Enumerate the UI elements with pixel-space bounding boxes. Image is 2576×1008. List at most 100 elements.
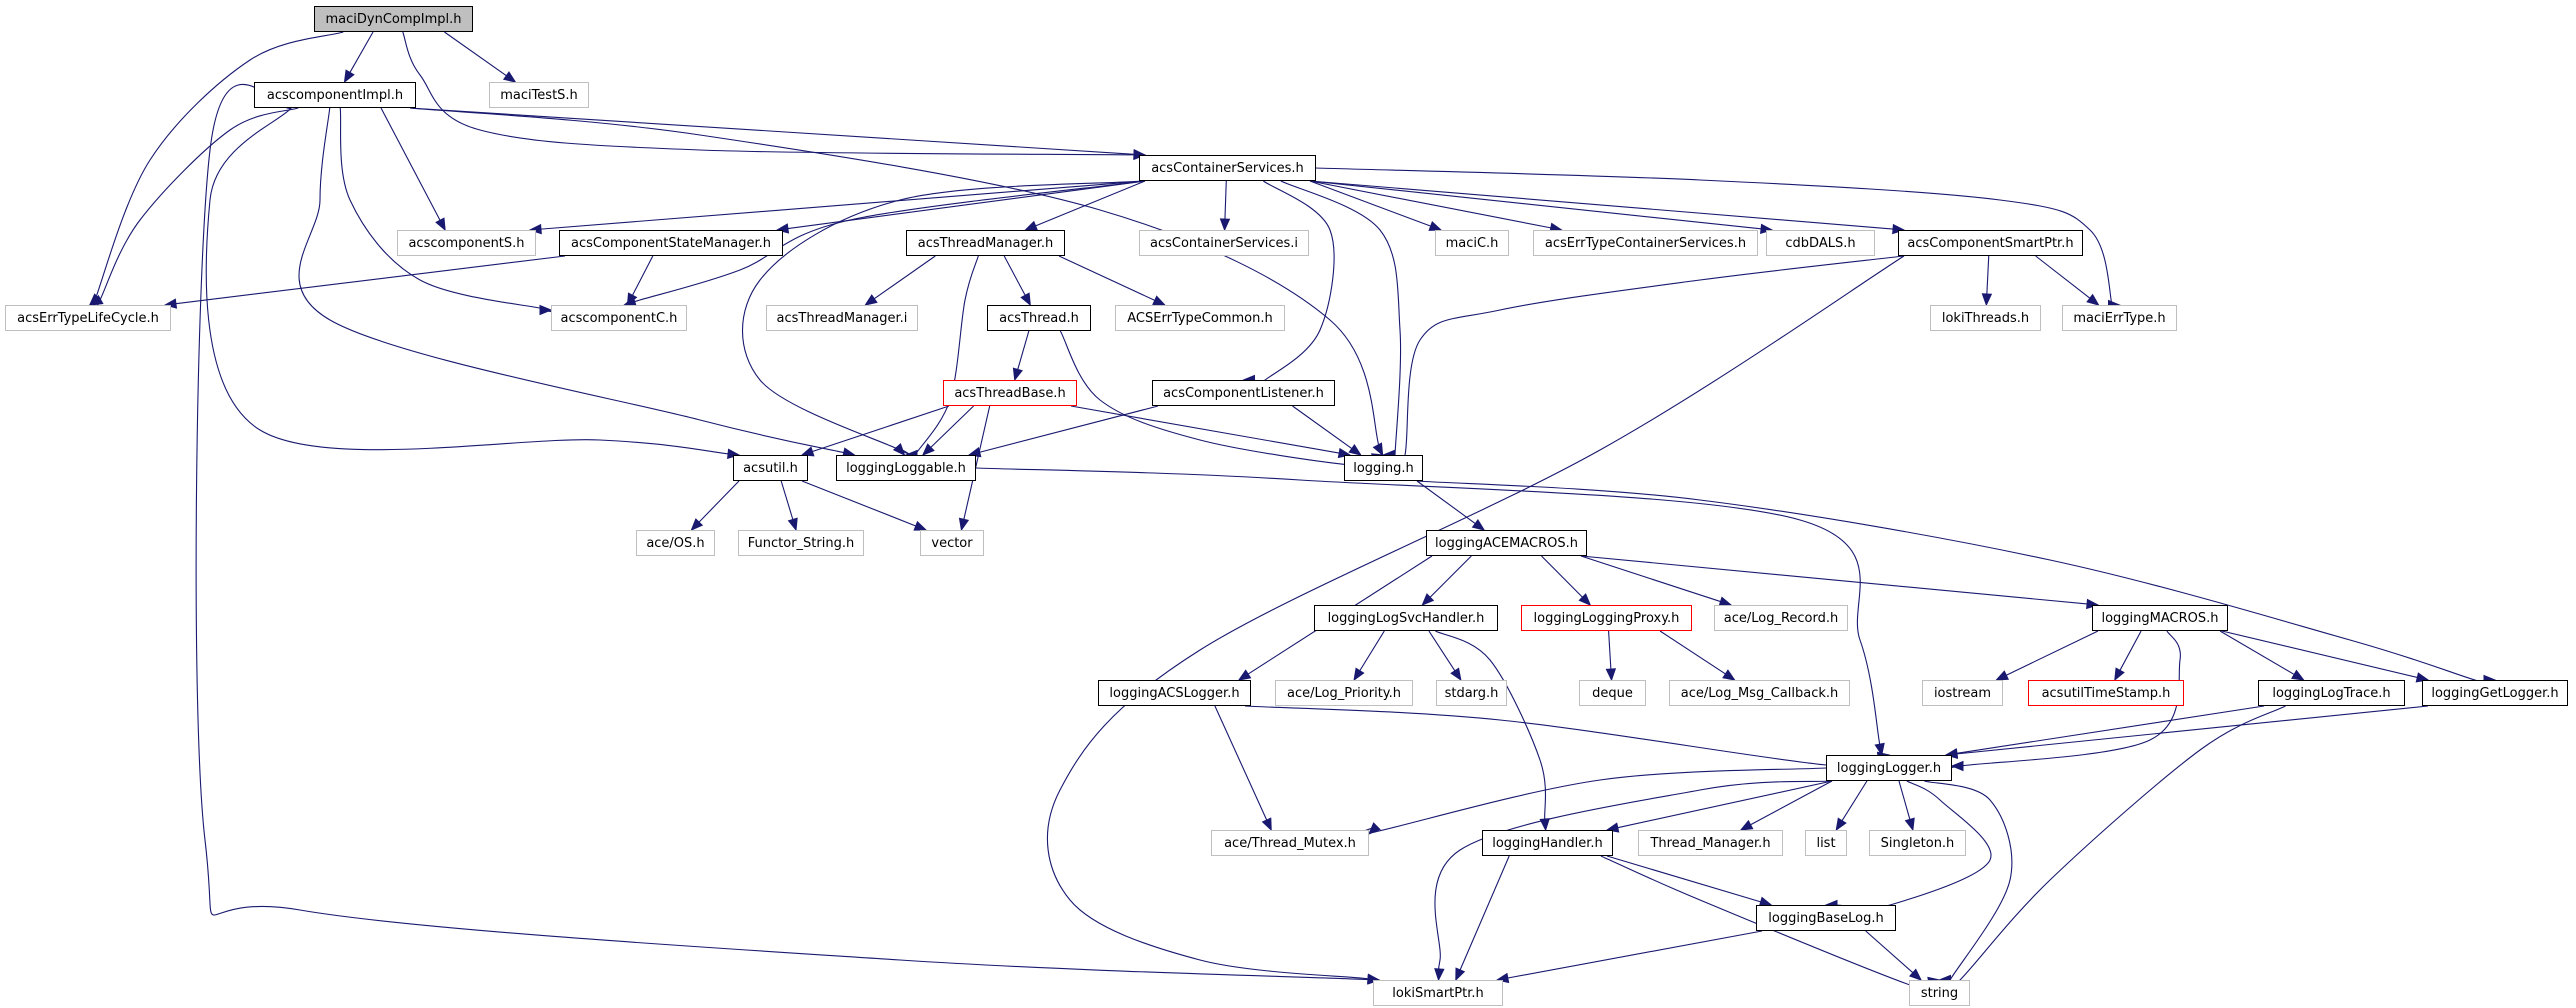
graph-node-list[interactable]: list [1805, 830, 1847, 856]
edge-loggingLogSvcHandler-to-aceLogPriority [1359, 630, 1385, 671]
edge-logging-to-loggingACEMACROS [1416, 480, 1476, 524]
graph-node-acsThread[interactable]: acsThread.h [987, 305, 1091, 331]
edge-loggingLoggingProxy-to-aceLogMsgCallback [1659, 630, 1726, 675]
graph-node-loggingHandler[interactable]: loggingHandler.h [1482, 830, 1613, 856]
graph-node-aceThreadMutex[interactable]: ace/Thread_Mutex.h [1211, 830, 1369, 856]
graph-node-loggingLogger[interactable]: loggingLogger.h [1826, 755, 1952, 781]
graph-node-maciC[interactable]: maciC.h [1435, 230, 1509, 256]
graph-node-acsComponentListener[interactable]: acsComponentListener.h [1152, 380, 1335, 406]
arrowhead-icon [1024, 220, 1039, 231]
edge-maciDynCompImpl-to-acsErrTypeLifeCycle [91, 31, 344, 310]
edge-acsContainerServices-to-maciErrType [1315, 167, 2114, 312]
node-label: Thread_Manager.h [1650, 835, 1771, 851]
edge-loggingLoggingProxy-to-deque [1608, 630, 1612, 670]
graph-node-acscomponentC[interactable]: acscomponentC.h [551, 305, 687, 331]
edge-acsThreadManager-to-acsThreadManagerI [874, 255, 936, 300]
graph-node-lokiSmartPtr[interactable]: lokiSmartPtr.h [1373, 980, 1503, 1006]
edge-maciDynCompImpl-to-acscomponentImpl [349, 31, 374, 73]
graph-node-acsThreadBase[interactable]: acsThreadBase.h [943, 380, 1077, 406]
graph-node-acsThreadManagerI[interactable]: acsThreadManager.i [766, 305, 918, 331]
graph-node-aceOS[interactable]: ace/OS.h [636, 530, 715, 556]
arrowhead-icon [1995, 670, 2010, 681]
graph-node-acsThreadManager[interactable]: acsThreadManager.h [906, 230, 1065, 256]
node-label: acsThread.h [999, 310, 1079, 326]
graph-node-cdbDALS[interactable]: cdbDALS.h [1766, 230, 1875, 256]
node-label: loggingGetLogger.h [2431, 685, 2559, 701]
graph-node-acscomponentImpl[interactable]: acscomponentImpl.h [254, 82, 416, 108]
graph-node-ACSErrTypeCommon[interactable]: ACSErrTypeCommon.h [1115, 305, 1285, 331]
graph-node-acscomponentS[interactable]: acscomponentS.h [397, 230, 536, 256]
edge-acsContainerServices-to-maciC [1309, 180, 1431, 227]
edge-acsThreadManager-to-acsThread [1003, 255, 1026, 296]
edge-acsComponentStateManager-to-acsErrTypeLifeCycle [175, 255, 566, 305]
graph-node-ThreadManager[interactable]: Thread_Manager.h [1638, 830, 1783, 856]
graph-node-acsContainerServices[interactable]: acsContainerServices.h [1139, 155, 1316, 181]
edge-loggingLogSvcHandler-to-stdarg [1428, 630, 1456, 672]
arrowhead-icon [958, 517, 970, 532]
node-label: Singleton.h [1880, 835, 1955, 851]
graph-node-vector[interactable]: vector [920, 530, 984, 556]
graph-node-loggingGetLogger[interactable]: loggingGetLogger.h [2422, 680, 2568, 706]
arrowhead-icon [539, 304, 553, 316]
edge-acscomponentImpl-to-loggingLoggable [298, 107, 844, 454]
graph-node-stdarg[interactable]: stdarg.h [1436, 680, 1507, 706]
graph-node-loggingMACROS[interactable]: loggingMACROS.h [2092, 605, 2228, 631]
graph-node-acsErrTypeContainerServices[interactable]: acsErrTypeContainerServices.h [1533, 230, 1758, 256]
graph-node-aceLogMsgCallback[interactable]: ace/Log_Msg_Callback.h [1669, 680, 1850, 706]
arrowhead-icon [1539, 818, 1550, 832]
arrowhead-icon [1152, 295, 1166, 306]
node-label: acsComponentSmartPtr.h [1907, 235, 2074, 251]
graph-node-iostream[interactable]: iostream [1922, 680, 2003, 706]
graph-node-logging[interactable]: logging.h [1344, 455, 1423, 481]
graph-node-acsComponentStateManager[interactable]: acsComponentStateManager.h [559, 230, 783, 256]
edge-loggingLogSvcHandler-to-loggingHandler [1435, 630, 1547, 820]
graph-node-loggingACEMACROS[interactable]: loggingACEMACROS.h [1426, 530, 1587, 556]
edge-loggingLogTrace-to-loggingLogger [1956, 705, 2265, 754]
graph-node-loggingBaseLog[interactable]: loggingBaseLog.h [1756, 905, 1896, 931]
graph-node-maciTestS[interactable]: maciTestS.h [489, 82, 589, 108]
graph-node-aceLogRecord[interactable]: ace/Log_Record.h [1714, 605, 1848, 631]
node-label: acsErrTypeLifeCycle.h [17, 310, 159, 326]
arrowhead-icon [913, 520, 928, 531]
arrowhead-icon [1020, 292, 1031, 307]
graph-node-acsutilTimeStamp[interactable]: acsutilTimeStamp.h [2028, 680, 2184, 706]
graph-node-loggingLogTrace[interactable]: loggingLogTrace.h [2258, 680, 2405, 706]
graph-node-Singleton[interactable]: Singleton.h [1869, 830, 1966, 856]
arrowhead-icon [864, 294, 878, 306]
edge-loggingLogger-to-Singleton [1898, 780, 1911, 820]
edge-loggingMACROS-to-acsutilTimeStamp [2119, 630, 2142, 671]
node-label: loggingLogSvcHandler.h [1327, 610, 1485, 626]
graph-node-aceLogPriority[interactable]: ace/Log_Priority.h [1275, 680, 1413, 706]
graph-node-lokiThreads[interactable]: lokiThreads.h [1930, 305, 2041, 331]
node-label: ACSErrTypeCommon.h [1127, 310, 1273, 326]
edge-acscomponentImpl-to-logging [409, 107, 1384, 459]
graph-node-string[interactable]: string [1909, 980, 1970, 1006]
node-label: maciC.h [1445, 235, 1499, 251]
graph-node-acsutil[interactable]: acsutil.h [733, 455, 808, 481]
graph-node-acsComponentSmartPtr[interactable]: acsComponentSmartPtr.h [1898, 230, 2083, 256]
edge-loggingBaseLog-to-string [1865, 930, 1914, 974]
graph-node-acsContainerServicesI[interactable]: acsContainerServices.i [1139, 230, 1309, 256]
arrowhead-icon [1605, 668, 1617, 682]
graph-node-loggingLogSvcHandler[interactable]: loggingLogSvcHandler.h [1314, 605, 1498, 631]
edge-acsComponentSmartPtr-to-maciErrType [2035, 255, 2091, 299]
arrowhead-icon [435, 217, 446, 232]
edge-acsThreadManager-to-loggingLoggable [912, 255, 979, 460]
arrowhead-icon [1353, 667, 1365, 682]
graph-node-deque[interactable]: deque [1579, 680, 1646, 706]
arrowhead-icon [1455, 967, 1466, 982]
node-label: loggingLoggingProxy.h [1533, 610, 1680, 626]
graph-node-acsErrTypeLifeCycle[interactable]: acsErrTypeLifeCycle.h [5, 305, 171, 331]
node-label: loggingMACROS.h [2101, 610, 2219, 626]
arrowhead-icon [1471, 518, 1486, 531]
edge-loggingLogger-to-loggingHandler [1617, 780, 1833, 829]
graph-node-FunctorString[interactable]: Functor_String.h [738, 530, 864, 556]
node-label: stdarg.h [1444, 685, 1499, 701]
edge-acsThreadManager-to-ACSErrTypeCommon [1058, 255, 1156, 301]
graph-node-loggingLoggingProxy[interactable]: loggingLoggingProxy.h [1521, 605, 1692, 631]
edge-logging-to-loggingGetLogger [1416, 480, 2488, 684]
graph-node-loggingACSLogger[interactable]: loggingACSLogger.h [1098, 680, 1251, 706]
graph-node-maciErrType[interactable]: maciErrType.h [2062, 305, 2177, 331]
graph-node-loggingLoggable[interactable]: loggingLoggable.h [836, 455, 976, 481]
arrowhead-icon [690, 518, 704, 531]
